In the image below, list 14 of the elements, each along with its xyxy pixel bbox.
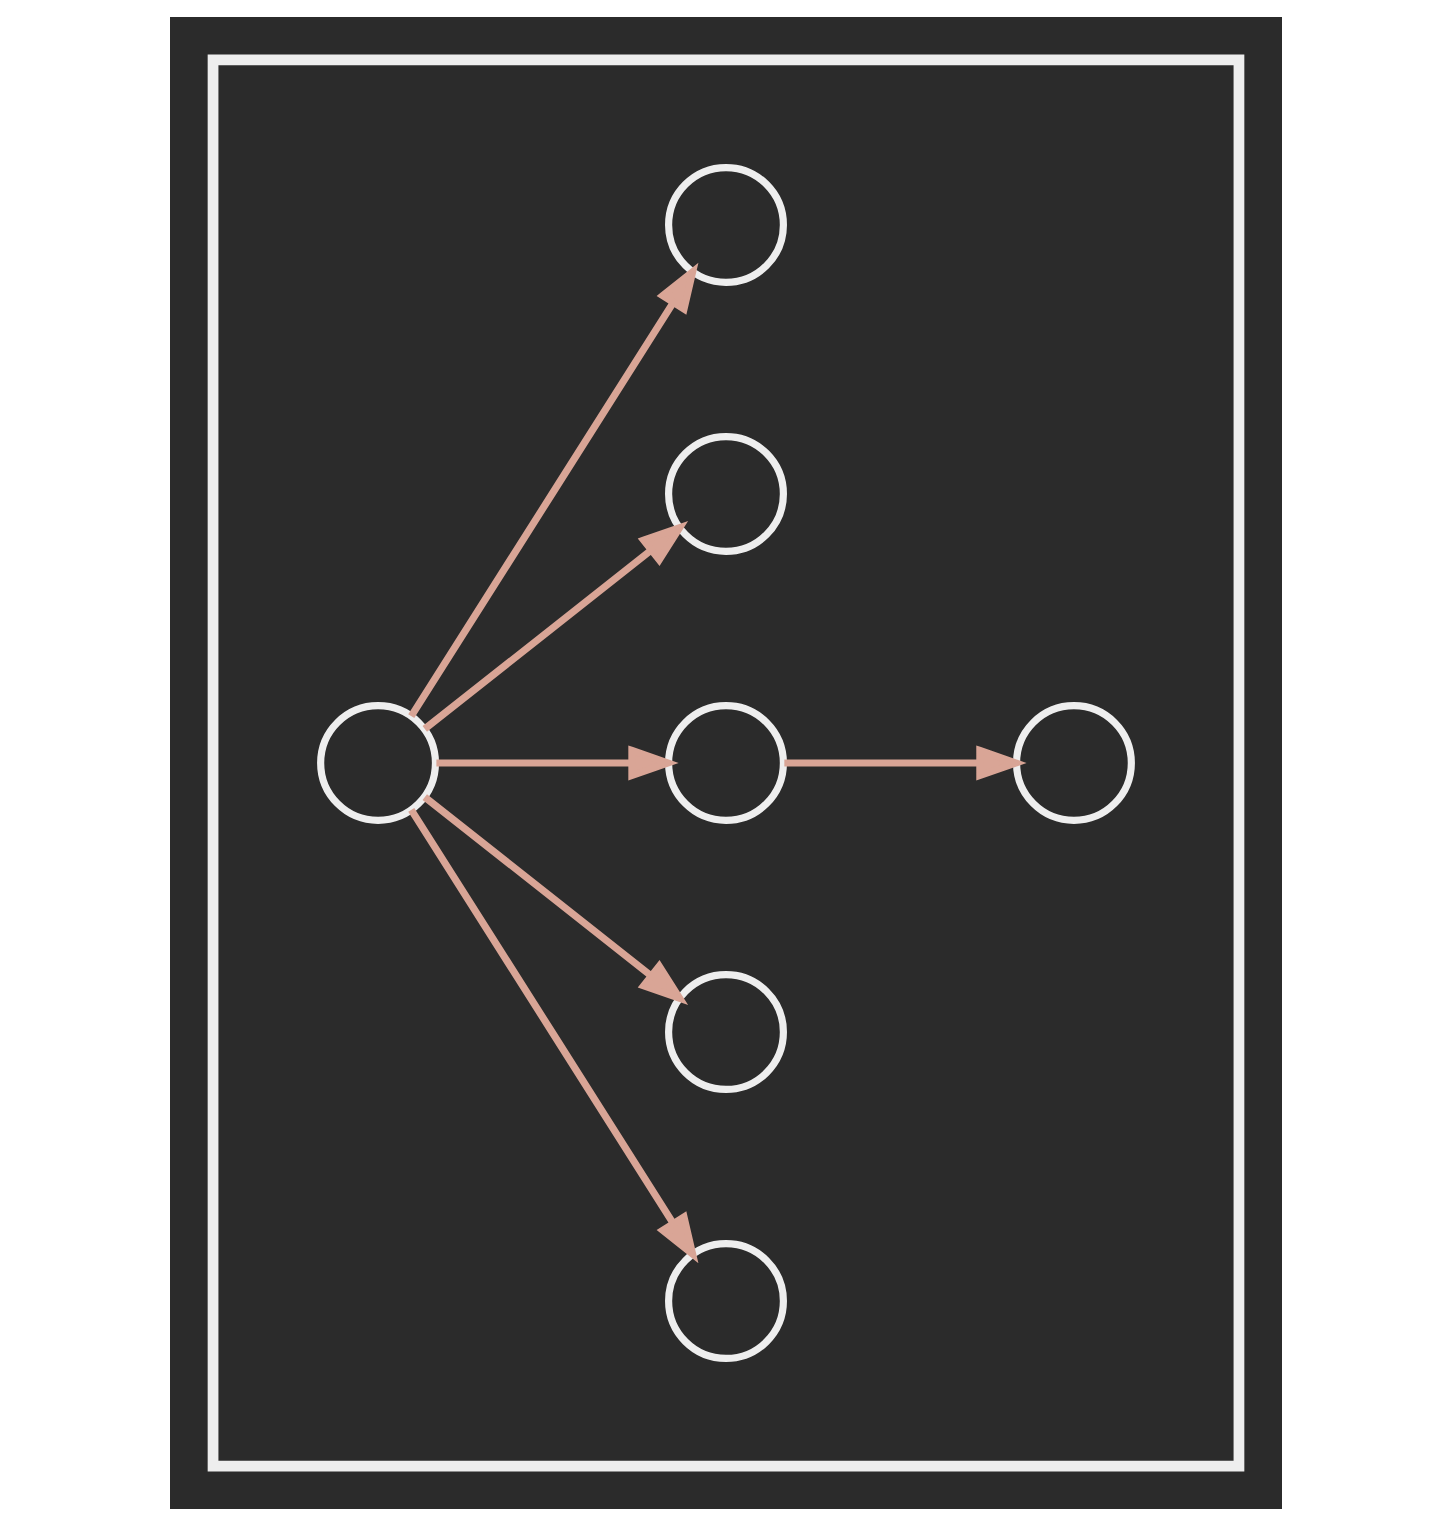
node-circle — [664, 1240, 786, 1363]
arrow — [435, 745, 678, 781]
arrow — [421, 794, 688, 1005]
node-circle — [316, 702, 439, 824]
arrow — [421, 521, 688, 732]
node-circle — [664, 433, 786, 555]
node-circle — [664, 163, 786, 286]
node-circle — [1011, 702, 1134, 824]
arrow — [407, 807, 698, 1264]
arrow — [407, 262, 698, 719]
cluster — [206, 54, 1244, 1472]
arrow — [783, 745, 1026, 781]
node-circle — [664, 971, 786, 1093]
node-circle — [664, 702, 786, 824]
